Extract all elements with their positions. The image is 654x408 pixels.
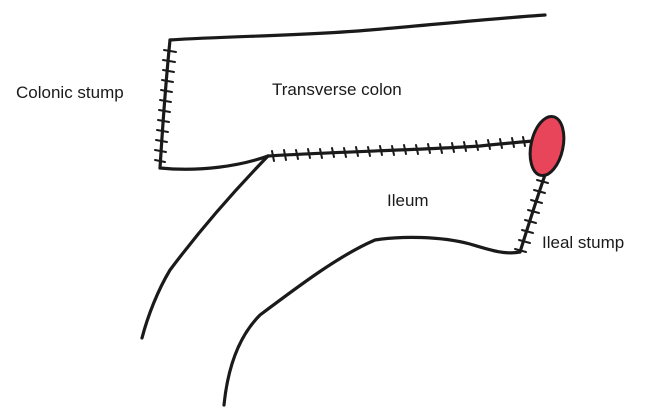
transverse-colon-top-wall: [170, 15, 545, 40]
ileum-label: Ileum: [387, 192, 429, 209]
anastomosis-marker: [525, 113, 569, 178]
ileal-stump-label: Ileal stump: [542, 234, 624, 251]
colonic-stump-line: [160, 40, 170, 168]
transverse-colon-label: Transverse colon: [272, 81, 402, 98]
upper-descending-curve: [142, 156, 268, 338]
colonic-stump-label: Colonic stump: [16, 84, 124, 101]
ileum-wall: [224, 237, 520, 405]
